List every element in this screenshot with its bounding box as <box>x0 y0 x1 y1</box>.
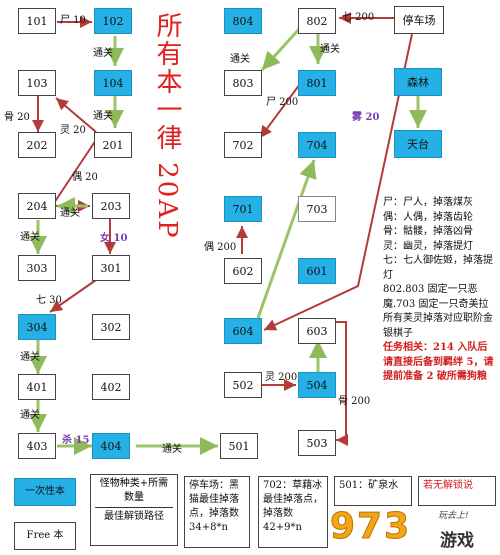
watermark-slogan: 玩去上! <box>438 511 469 521</box>
node-204: 204 <box>18 193 56 219</box>
node-platform: 天台 <box>394 130 442 158</box>
note-line: 尸：尸人，掉落煤灰 <box>383 197 473 208</box>
node-forest: 森林 <box>394 68 442 96</box>
legend-free: Free 本 <box>14 522 76 550</box>
node-703: 703 <box>298 196 336 222</box>
note-line: 偶：人偶，掉落齿轮 <box>383 211 473 223</box>
edge-label-102-104: 通关 <box>93 48 113 59</box>
node-603: 603 <box>298 318 336 344</box>
node-801: 801 <box>298 70 336 96</box>
legend-702-note: 702：草藉冰最佳掉落点，掉落数 42+9*n <box>258 476 328 548</box>
node-602: 602 <box>224 258 262 284</box>
edge-label-403-404: 杀 15 <box>62 435 90 446</box>
arrow-604-704 <box>256 159 317 319</box>
node-704: 704 <box>298 132 336 158</box>
legend-monster-req: 怪物种类+所需数量 <box>99 478 169 503</box>
edge-label-201-203: 偶 20 <box>72 172 98 183</box>
note-line: 所有芙灵掉落对应职阶金银棋子 <box>383 313 493 339</box>
node-401: 401 <box>18 374 56 400</box>
node-103: 103 <box>18 70 56 96</box>
note-line: 骨：骷髅，掉落凶骨 <box>383 226 473 237</box>
edge-label-802-803: 通关 <box>230 54 250 65</box>
node-503: 503 <box>298 430 336 456</box>
node-504: 504 <box>298 372 336 398</box>
edge-label-203-204: 通关 <box>60 208 80 219</box>
arrow-802-803 <box>260 26 302 72</box>
edge-label-602-701: 偶 200 <box>204 242 237 253</box>
note-line: 灵：幽灵，掉落提灯 <box>383 240 473 252</box>
note-line: 802.803 固定一只恶魔.703 固定一只奇美拉 <box>383 284 489 310</box>
legend-501-note: 501：矿泉水 <box>334 476 412 506</box>
node-301: 301 <box>92 255 130 281</box>
edge-label-104-201: 通关 <box>93 111 113 122</box>
node-404: 404 <box>92 433 130 459</box>
node-701: 701 <box>224 196 262 222</box>
node-402: 402 <box>92 374 130 400</box>
legend-parking-note: 停车场：黑猫最佳掉落点，掉落数 34+8*n <box>184 476 250 548</box>
diagram-title: 所有本一律 20AP <box>152 12 192 240</box>
watermark-game: 游戏 <box>440 531 474 551</box>
legend-no-solution: 若无解锁说 <box>418 476 496 506</box>
edge-label-802-801: 通关 <box>320 44 340 55</box>
node-302: 302 <box>92 314 130 340</box>
edge-label-101-102: 尸 10 <box>60 15 86 26</box>
node-702: 702 <box>224 132 262 158</box>
legend-best-path: 最佳解锁路径 <box>104 511 164 522</box>
edge-label-204-303: 通关 <box>20 232 40 243</box>
edge-label-parking-604: 雾 20 <box>352 112 380 123</box>
legend-arrow-sample <box>95 507 173 508</box>
edge-label-301-304: 七 30 <box>36 295 62 306</box>
node-303: 303 <box>18 255 56 281</box>
arrow-603-503 <box>333 321 348 446</box>
legend-notes: 尸：尸人，掉落煤灰 偶：人偶，掉落齿轮 骨：骷髅，掉落凶骨 灵：幽灵，掉落提灯 … <box>383 196 495 385</box>
node-804: 804 <box>224 8 262 34</box>
edge-label-401-403: 通关 <box>20 410 40 421</box>
edge-label-502-504: 灵 200 <box>265 372 298 383</box>
edge-label-304-401: 通关 <box>20 352 40 363</box>
arrow-301-304 <box>49 279 97 313</box>
node-803: 803 <box>224 70 262 96</box>
edge-label-404-501: 通关 <box>162 444 182 455</box>
legend-key: 怪物种类+所需数量 最佳解锁路径 <box>90 474 178 546</box>
node-101: 101 <box>18 8 56 34</box>
node-parking: 停车场 <box>394 6 444 34</box>
node-102: 102 <box>94 8 132 34</box>
edge-label-201-103: 灵 20 <box>60 125 86 136</box>
node-601: 601 <box>298 258 336 284</box>
title-text: 所有本一律 20AP <box>152 12 182 240</box>
site-watermark: 973 玩去上! 游戏 <box>322 506 500 555</box>
node-104: 104 <box>94 70 132 96</box>
edge-label-203-301: 女 10 <box>100 233 128 244</box>
node-604: 604 <box>224 318 262 344</box>
edge-label-103-202: 骨 20 <box>4 112 30 123</box>
arrow-201-103 <box>55 97 97 133</box>
node-501: 501 <box>220 433 258 459</box>
node-502: 502 <box>224 372 262 398</box>
node-203: 203 <box>92 193 130 219</box>
arrow-parking-604 <box>263 33 413 331</box>
edge-label-parking-802: 七 200 <box>342 12 375 23</box>
node-202: 202 <box>18 132 56 158</box>
watermark-logo: 973 <box>329 506 412 548</box>
node-403: 403 <box>18 433 56 459</box>
note-quest: 任务相关：214 入队后请直接后备到羁绊 5，请提前准备 2 破所需狗粮 <box>383 342 494 382</box>
arrow-801-702 <box>259 83 301 139</box>
node-802: 802 <box>298 8 336 34</box>
node-201: 201 <box>94 132 132 158</box>
edge-label-801-702: 尸 200 <box>266 97 299 108</box>
legend-one-time: 一次性本 <box>14 478 76 506</box>
note-line: 七：七人御佐姬，掉落提灯 <box>383 255 493 281</box>
edge-label-603-503: 骨 200 <box>338 396 371 407</box>
node-304: 304 <box>18 314 56 340</box>
